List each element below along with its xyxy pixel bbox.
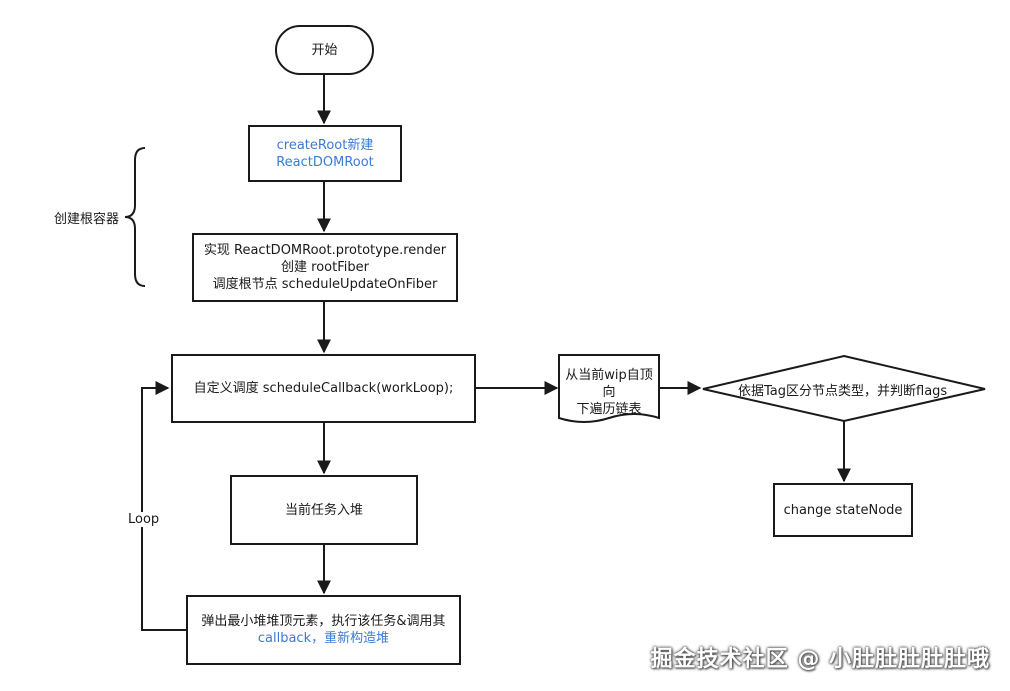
pop-task-node: 弹出最小堆堆顶元素，执行该任务&调用其 callback，重新构造堆	[186, 595, 461, 665]
render-node: 实现 ReactDOMRoot.prototype.render 创建 root…	[192, 233, 458, 302]
change-state-label: change stateNode	[783, 502, 903, 518]
decision-diamond-shape	[702, 354, 986, 423]
push-task-label: 当前任务入堆	[284, 502, 363, 518]
traverse-text: 从当前wip自顶向 下遍历链表	[559, 367, 659, 418]
traverse-document-shape	[558, 354, 660, 423]
loop-label: Loop	[126, 512, 162, 527]
change-state-node: change stateNode	[773, 483, 913, 537]
create-root-node: createRoot新建 ReactDOMRoot	[248, 125, 402, 182]
start-node: 开始	[275, 25, 374, 75]
render-line3: 调度根节点 scheduleUpdateOnFiber	[212, 277, 438, 292]
start-label: 开始	[311, 42, 338, 58]
watermark: 掘金技术社区 @ 小肚肚肚肚肚哦	[650, 647, 990, 672]
traverse-line1: 从当前wip自顶向	[565, 368, 653, 400]
container-brace	[124, 147, 146, 287]
create-root-line2: ReactDOMRoot	[276, 154, 374, 170]
arrow-loop-back	[141, 381, 186, 631]
pop-task-line2: callback，重新构造堆	[257, 631, 390, 646]
push-task-node: 当前任务入堆	[230, 475, 418, 545]
traverse-line2: 下遍历链表	[576, 402, 642, 417]
schedule-label: 自定义调度 scheduleCallback(workLoop);	[193, 381, 454, 396]
create-root-line1: createRoot新建	[276, 137, 374, 153]
pop-task-line1: 弹出最小堆堆顶元素，执行该任务&调用其	[201, 614, 446, 629]
decision-label: 依据Tag区分节点类型，并判断flags	[738, 384, 948, 399]
create-container-label: 创建根容器	[54, 212, 120, 227]
render-line2: 创建 rootFiber	[281, 260, 369, 275]
render-line1: 实现 ReactDOMRoot.prototype.render	[203, 243, 447, 258]
schedule-node: 自定义调度 scheduleCallback(workLoop);	[171, 354, 476, 423]
